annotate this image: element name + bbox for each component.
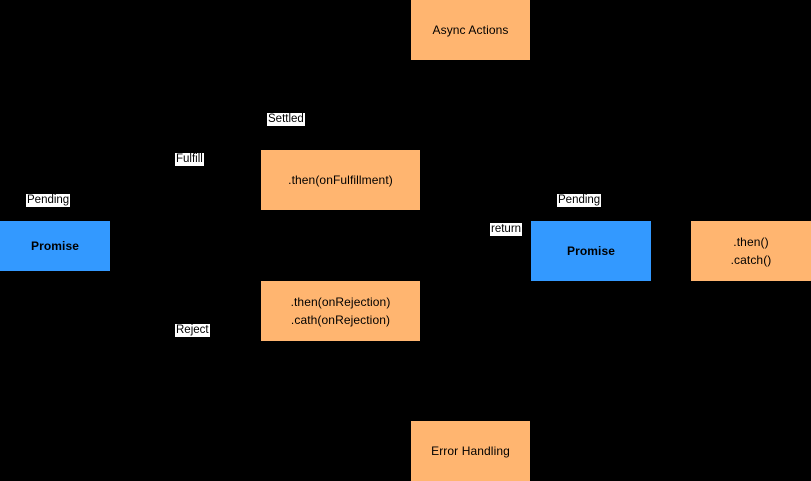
node-async-actions-label: Async Actions [432, 23, 509, 37]
node-then-on-fulfillment-label: .then(onFulfillment) [288, 173, 393, 187]
node-promise-left[interactable]: Promise [0, 221, 110, 271]
edge-label-pending-right: Pending [557, 194, 602, 207]
node-error-handling[interactable]: Error Handling [411, 421, 530, 481]
node-error-handling-label: Error Handling [431, 444, 510, 458]
edge-label-reject: Reject [175, 324, 210, 337]
edge-label-return: return [490, 223, 523, 236]
node-then-on-rejection-line1: .then(onRejection) [290, 295, 391, 309]
node-cath-on-rejection-line2: .cath(onRejection) [290, 313, 391, 327]
node-then-catch-line2: .catch() [730, 253, 772, 267]
node-then-catch-on-rejection[interactable]: .then(onRejection) .cath(onRejection) [261, 281, 420, 341]
edge-label-settled: Settled [267, 113, 305, 126]
node-then-catch-line1: .then() [733, 235, 769, 249]
node-promise-right[interactable]: Promise [531, 221, 651, 281]
node-then-catch[interactable]: .then() .catch() [691, 221, 811, 281]
node-async-actions[interactable]: Async Actions [411, 0, 530, 60]
node-then-on-fulfillment[interactable]: .then(onFulfillment) [261, 150, 420, 210]
edge-label-pending-left: Pending [26, 194, 71, 207]
node-promise-right-label: Promise [566, 244, 616, 258]
node-promise-left-label: Promise [30, 239, 80, 253]
edge-label-fulfill: Fulfill [175, 153, 204, 166]
